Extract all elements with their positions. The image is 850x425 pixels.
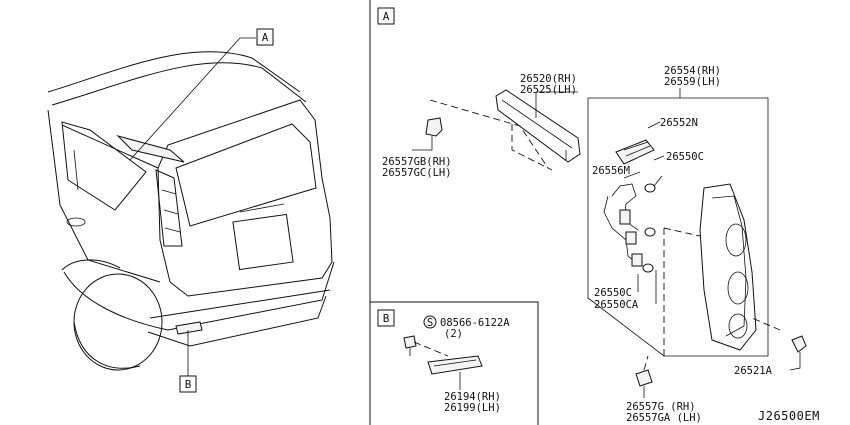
dash-line-clip-to-spoiler [429,99,549,169]
part-label-08566: 08566-6122A [440,317,510,329]
bulb-26550c-top-drawing [644,155,665,193]
part-label-26557gb: 26557GB(RH) [382,156,452,168]
reflector-26194-drawing [427,355,483,390]
leader-26550c-bottom [637,270,657,304]
part-label-26552n: 26552N [660,117,698,129]
part-label-26550ca: 26550CA [594,299,639,311]
dash-line-spoiler [511,124,553,171]
assembly-bracket [587,88,769,357]
callout-a-car: A [256,28,274,46]
part-label-26194: 26194(RH) [444,391,501,403]
harness-26556m-drawing [603,171,656,273]
bolt-08566-drawing: S [403,315,449,357]
part-label-26556m: 26556M [592,165,630,177]
screw-26521a-drawing [789,335,807,371]
part-label-26525: 26525(LH) [520,84,577,96]
clip-26557gb-drawing [412,117,443,151]
part-label-26559: 26559(LH) [664,76,721,88]
svg-text:A: A [383,10,390,23]
part-label-26554: 26554(RH) [664,65,721,77]
part-label-26521a: 26521A [734,365,773,377]
svg-text:B: B [383,312,390,325]
spoiler-part-drawing [495,89,581,163]
part-label-26557g: 26557G (RH) [626,401,696,413]
svg-text:A: A [262,31,269,44]
lamp-housing-drawing [699,183,757,351]
svg-text:B: B [185,378,192,391]
panel-divider-horizontal [370,301,539,425]
diagram-code: J26500EM [758,409,820,423]
s-symbol: S [427,317,433,329]
callout-b-panel: B [377,309,395,327]
callout-a-panel: A [377,7,395,25]
part-label-26199: 26199(LH) [444,402,501,414]
part-label-26520: 26520(RH) [520,73,577,85]
part-label-26557ga: 26557GA (LH) [626,412,702,424]
part-label-26557gc: 26557GC(LH) [382,167,452,179]
callout-b-car: B [179,375,197,393]
vehicle-illustration [47,37,335,376]
part-label-26550c-top: 26550C [666,151,704,163]
dash-line-lamp [663,227,781,356]
part-label-26550c-bottom: 26550C [594,287,632,299]
socket-26552n-drawing [615,121,661,165]
clip-26557g-drawing [635,355,653,398]
part-label-08566-qty: (2) [444,328,463,340]
